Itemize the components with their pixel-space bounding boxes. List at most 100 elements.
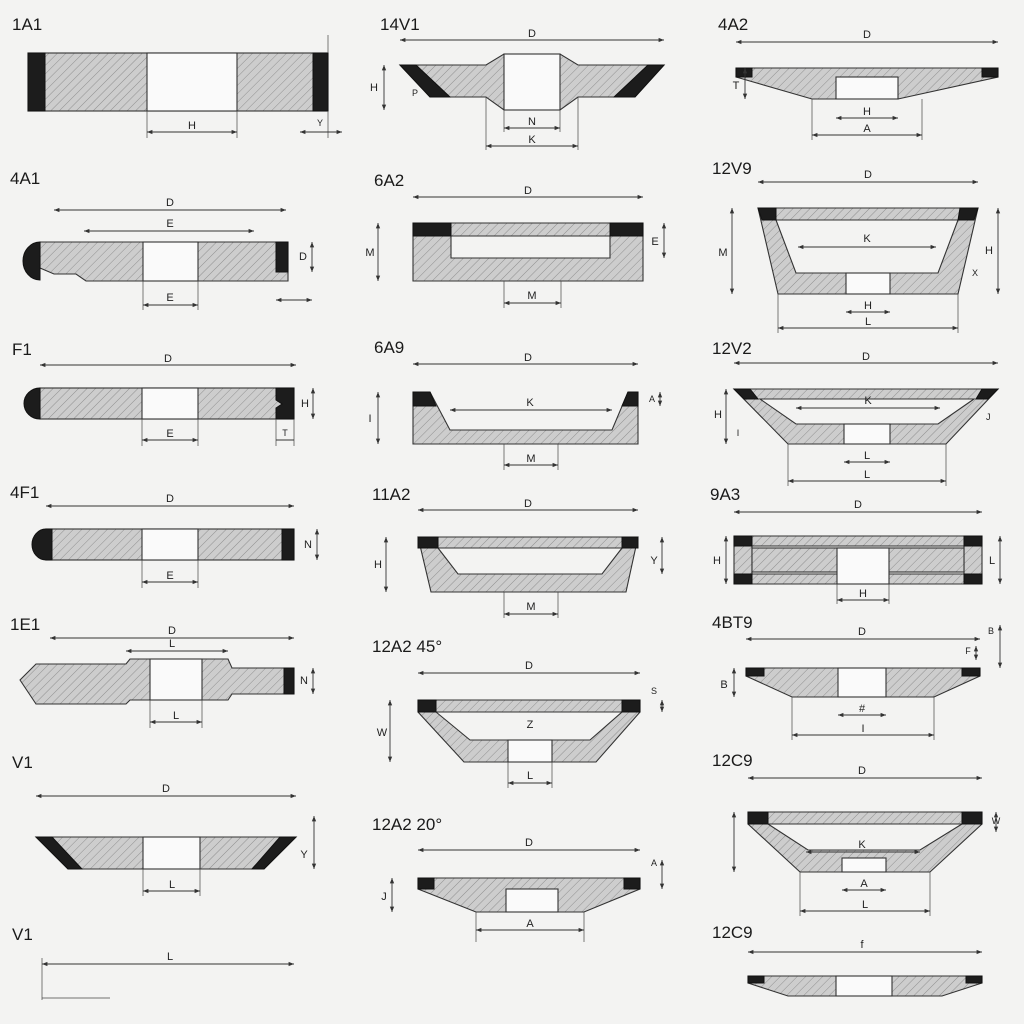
dim-label: A xyxy=(860,878,868,890)
dim-label: D xyxy=(524,498,532,510)
wheel-body xyxy=(417,536,639,593)
dim-label: D xyxy=(168,625,176,637)
profile-6A9: 6A9 D K A I M xyxy=(368,338,663,470)
dim-label: L xyxy=(527,770,533,782)
abrasive-segment xyxy=(623,877,641,890)
dim-label: Z xyxy=(527,719,534,731)
dim-label: Y xyxy=(300,849,308,861)
dim-label: Y xyxy=(317,118,323,128)
profile-4BT9: 4BT9 D B F B # I xyxy=(712,613,1003,740)
abrasive-segment xyxy=(412,222,452,237)
dim-label: N xyxy=(300,675,308,687)
profile-1A1: 1A1 H Y xyxy=(12,15,342,138)
dim-label: K xyxy=(528,134,536,146)
dim-label: D xyxy=(299,251,307,263)
dim-label: B xyxy=(720,679,727,691)
profile-title: 1E1 xyxy=(10,615,40,634)
profile-title: 12V9 xyxy=(712,159,752,178)
profile-title: 14V1 xyxy=(380,15,420,34)
dim-label: P xyxy=(412,88,418,98)
dim-label: W xyxy=(992,816,1001,826)
profile-12C9-b: 12C9 f xyxy=(712,923,983,997)
abrasive-segment xyxy=(975,388,1000,400)
dim-label: H xyxy=(301,398,309,410)
abrasive-segment xyxy=(281,528,295,561)
profile-9A3: 9A3 D H L H xyxy=(710,485,1003,604)
profile-11A2: 11A2 D H Y M xyxy=(372,485,665,618)
abrasive-segment xyxy=(957,207,979,221)
dim-label: D xyxy=(854,499,862,511)
dim-label: D xyxy=(863,29,871,41)
dim-label: A xyxy=(863,123,871,135)
profile-title: 12A2 45° xyxy=(372,637,442,656)
bore xyxy=(507,739,553,763)
dim-label: M xyxy=(526,453,535,465)
dim-label: I xyxy=(737,428,740,438)
abrasive-segment xyxy=(417,877,435,890)
dim-label: S xyxy=(651,686,657,696)
dim-label: H xyxy=(374,559,382,571)
abrasive-segment xyxy=(398,64,452,98)
dim-label: N xyxy=(304,539,312,551)
profile-4A2: 4A2 D T H A xyxy=(718,15,999,140)
dim-label: f xyxy=(860,939,864,951)
dim-label: L xyxy=(862,899,868,911)
profile-title: 6A2 xyxy=(374,171,404,190)
abrasive-segment xyxy=(757,207,777,221)
dim-label: T xyxy=(733,80,740,92)
dim-label: K xyxy=(864,395,872,407)
bore xyxy=(141,387,199,420)
profile-title: 11A2 xyxy=(372,485,410,504)
profile-12V9: 12V9 D K M H X H L xyxy=(712,159,1001,333)
abrasive-segment xyxy=(621,536,639,549)
dim-label: E xyxy=(166,292,173,304)
profile-4F1: 4F1 D N E xyxy=(10,483,320,588)
dim-label: L xyxy=(173,710,179,722)
bore xyxy=(835,76,899,100)
abrasive-segment xyxy=(981,67,999,78)
dim-label: K xyxy=(858,839,866,851)
dim-label: Y xyxy=(650,555,658,567)
bore xyxy=(146,52,238,112)
dim-label: E xyxy=(166,570,173,582)
abrasive-segment xyxy=(735,67,753,78)
dim-label: E xyxy=(166,428,173,440)
dim-label: H xyxy=(859,588,867,600)
dim-label: D xyxy=(162,783,170,795)
profile-14V1: 14V1 D H P N K xyxy=(370,15,666,150)
dim-label: T xyxy=(282,428,288,438)
profile-V1: V1 D Y L xyxy=(12,753,317,896)
abrasive-segment xyxy=(621,699,641,713)
bore xyxy=(149,658,203,701)
dim-label: D xyxy=(528,28,536,40)
bore xyxy=(835,975,893,997)
dim-label: K xyxy=(863,233,871,245)
dim-label: D xyxy=(166,493,174,505)
bore xyxy=(845,272,891,295)
profile-title: 4A1 xyxy=(10,169,40,188)
profile-F1: F1 D H E T xyxy=(12,340,316,446)
abrasive-segment xyxy=(621,391,639,407)
profile-12C9: 12C9 D W K A L xyxy=(712,751,1001,916)
dim-label: M xyxy=(527,290,536,302)
dim-label: M xyxy=(718,247,727,259)
abrasive-segment xyxy=(23,387,41,420)
profile-12A2-20: 12A2 20° D A J A xyxy=(372,815,665,942)
profile-V1-b: V1 L xyxy=(12,925,294,1000)
dim-label: L xyxy=(169,879,175,891)
abrasive-segment xyxy=(963,573,983,585)
abrasive-segment xyxy=(250,836,298,870)
dim-label: L xyxy=(167,951,173,963)
profile-title: 12C9 xyxy=(712,751,753,770)
dim-label: H xyxy=(714,409,722,421)
profile-1E1: 1E1 D L N L xyxy=(10,615,316,728)
dim-label: H xyxy=(985,245,993,257)
dim-label: J xyxy=(986,412,991,422)
dim-label: I xyxy=(861,723,864,735)
dim-label: X xyxy=(972,268,978,278)
bore xyxy=(837,667,887,698)
dim-label: L xyxy=(989,555,995,567)
abrasive-segment xyxy=(34,836,84,870)
profile-title: 6A9 xyxy=(374,338,404,357)
